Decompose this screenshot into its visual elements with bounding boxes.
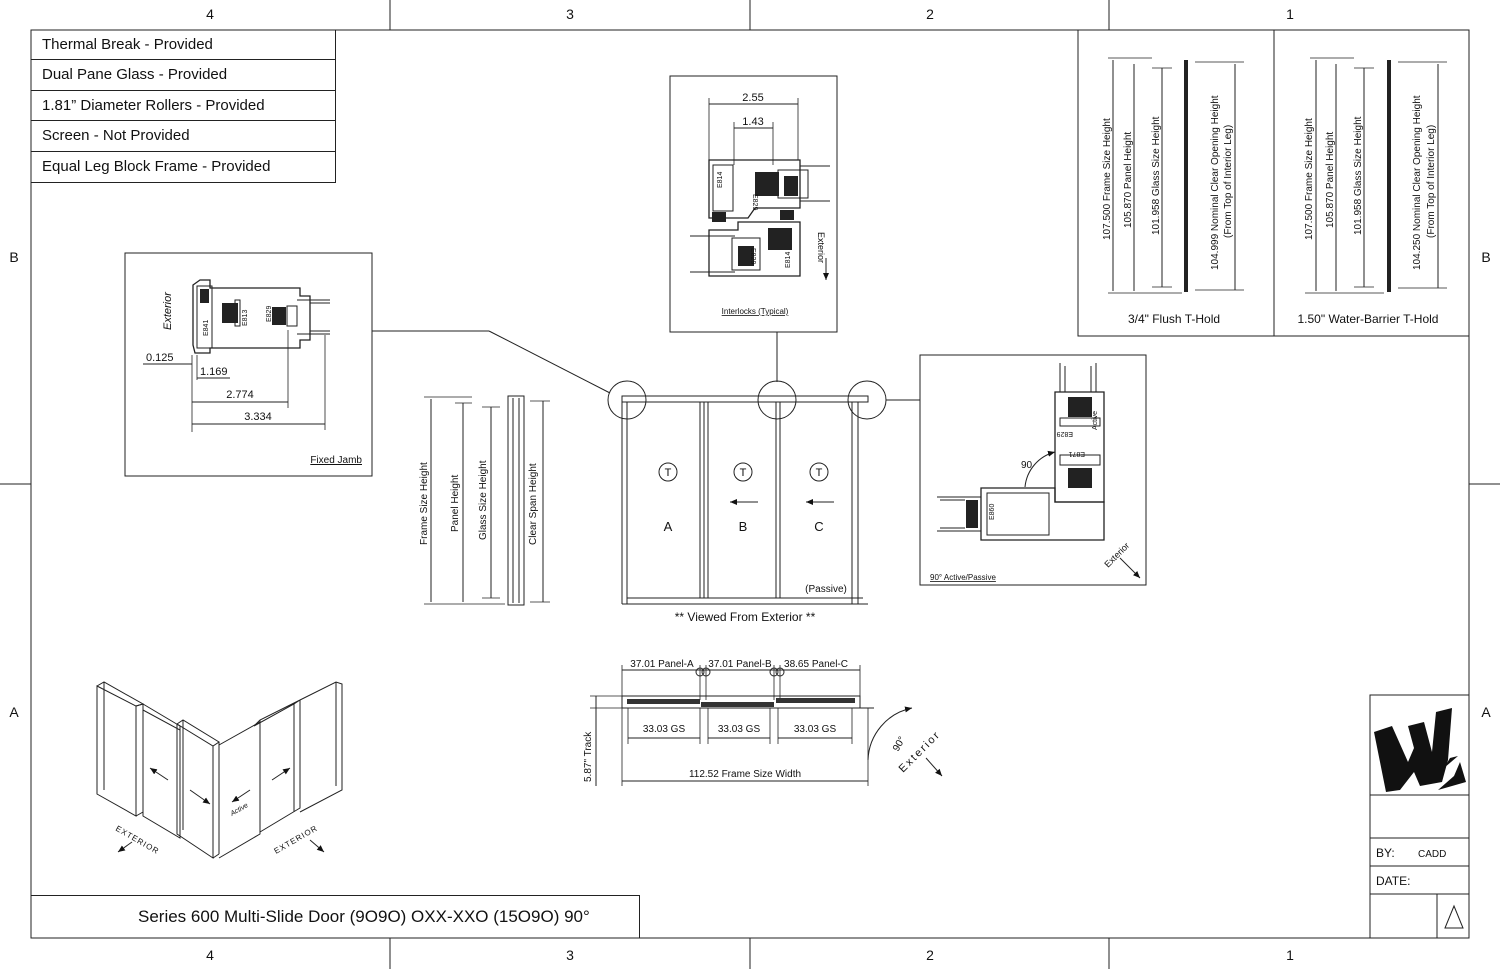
corner-part-e860: E860 bbox=[989, 504, 996, 520]
corner-active: Active bbox=[1092, 411, 1099, 430]
plan-gs-a: 33.03 GS bbox=[643, 724, 686, 735]
plan-gs-b: 33.03 GS bbox=[718, 724, 761, 735]
interlock-exterior: Exterior bbox=[816, 232, 826, 263]
interlock-caption: Interlocks (Typical) bbox=[722, 307, 789, 316]
fixed-jamb-dim-0125: 0.125 bbox=[146, 352, 174, 364]
spec-dual-pane-glass: Dual Pane Glass - Provided bbox=[31, 60, 335, 91]
section-clear-span: Clear Span Height bbox=[528, 463, 539, 545]
corner-caption: 90° Active/Passive bbox=[930, 573, 996, 582]
corner-part-e829: E829 bbox=[1057, 430, 1073, 437]
corner-part-e871: E871 bbox=[1069, 450, 1085, 457]
isometric-view bbox=[96, 681, 343, 859]
flush-clear-opening: 104.999 Nominal Clear Opening Height bbox=[1210, 95, 1221, 270]
zone-col-4-bottom: 4 bbox=[206, 947, 214, 963]
flush-caption: 3/4" Flush T-Hold bbox=[1128, 312, 1220, 326]
barrier-clear-opening: 104.250 Nominal Clear Opening Height bbox=[1412, 95, 1423, 270]
panel-c-t-mark: T bbox=[816, 467, 823, 479]
zone-row-a-left: A bbox=[9, 704, 19, 720]
corner-angle: 90 bbox=[1021, 460, 1033, 471]
panel-c-label: C bbox=[814, 519, 823, 534]
viewed-from-exterior: ** Viewed From Exterior ** bbox=[675, 610, 816, 624]
zone-col-2-bottom: 2 bbox=[926, 947, 934, 963]
fixed-jamb-exterior: Exterior bbox=[162, 291, 174, 330]
fixed-jamb-dim-3334: 3.334 bbox=[244, 411, 272, 423]
barrier-panel-height: 105.870 Panel Height bbox=[1325, 132, 1336, 228]
spec-rollers: 1.81” Diameter Rollers - Provided bbox=[31, 91, 335, 121]
iso-exterior-left: EXTERIOR bbox=[114, 824, 161, 856]
title-block bbox=[1369, 694, 1470, 939]
spec-screen: Screen - Not Provided bbox=[31, 121, 335, 152]
barrier-frame-height: 107.500 Frame Size Height bbox=[1304, 118, 1315, 240]
barrier-clear-note: (From Top of Interior Leg) bbox=[1426, 125, 1437, 238]
flush-glass-height: 101.958 Glass Size Height bbox=[1151, 116, 1162, 235]
threshold-detail-panel: 107.500 Frame Size Height 105.870 Panel … bbox=[1077, 29, 1470, 337]
company-logo bbox=[1374, 708, 1466, 792]
title-block-by-label: BY: bbox=[1376, 846, 1395, 860]
interlock-detail: 2.55 1.43 E814 E829 E829 E814 Exterior I… bbox=[669, 75, 838, 333]
fixed-jamb-part-e813: E813 bbox=[242, 310, 249, 326]
panel-b-t-mark: T bbox=[740, 467, 747, 479]
plan-track: 5.87" Track bbox=[583, 731, 594, 782]
plan-panel-b-dim: 37.01 Panel-B bbox=[708, 659, 772, 670]
plan-gs-c: 33.03 GS bbox=[794, 724, 837, 735]
panel-b-label: B bbox=[739, 519, 748, 534]
iso-active-label: Active bbox=[229, 802, 250, 818]
interlock-part-e829-top: E829 bbox=[751, 194, 758, 210]
title-block-date-label: DATE: bbox=[1376, 874, 1410, 888]
panel-a-t-mark: T bbox=[665, 467, 672, 479]
fixed-jamb-dim-1169: 1.169 bbox=[200, 366, 228, 378]
fixed-jamb-part-e829: E829 bbox=[266, 306, 273, 322]
height-section: Frame Size Height Panel Height Glass Siz… bbox=[419, 395, 550, 606]
fixed-jamb-part-e841: E841 bbox=[203, 320, 210, 336]
zone-row-b-left: B bbox=[9, 249, 18, 265]
corner-detail: 90 E829 E871 E860 Active Exterior 90° Ac… bbox=[919, 354, 1147, 586]
flush-clear-note: (From Top of Interior Leg) bbox=[1223, 125, 1234, 238]
iso-exterior-right: EXTERIOR bbox=[273, 823, 320, 855]
zone-col-4-top: 4 bbox=[206, 6, 214, 22]
drawing-title: Series 600 Multi-Slide Door (9O9O) OXX-X… bbox=[31, 895, 640, 938]
plan-panel-c-dim: 38.65 Panel-C bbox=[784, 659, 848, 670]
zone-col-1-top: 1 bbox=[1286, 6, 1294, 22]
plan-frame-width: 112.52 Frame Size Width bbox=[689, 769, 801, 780]
section-glass-height: Glass Size Height bbox=[478, 460, 489, 540]
zone-col-3-bottom: 3 bbox=[566, 947, 574, 963]
interlock-dim-255: 2.55 bbox=[742, 92, 763, 104]
door-elevation: T T T A B C (Passive) ** Viewed From Ext… bbox=[607, 380, 887, 624]
plan-panel-a-dim: 37.01 Panel-A bbox=[630, 659, 694, 670]
spec-table bbox=[31, 30, 336, 183]
zone-col-2-top: 2 bbox=[926, 6, 934, 22]
section-frame-height: Frame Size Height bbox=[419, 462, 430, 545]
spec-block-frame: Equal Leg Block Frame - Provided bbox=[31, 152, 335, 183]
plan-view: 37.01 Panel-A 37.01 Panel-B 38.65 Panel-… bbox=[583, 659, 943, 786]
interlock-dim-143: 1.43 bbox=[742, 116, 763, 128]
interlock-part-e814-bottom: E814 bbox=[785, 252, 792, 268]
plan-angle: 90° bbox=[891, 735, 908, 754]
interlock-part-e829-bottom: E829 bbox=[749, 248, 756, 264]
barrier-caption: 1.50" Water-Barrier T-Hold bbox=[1298, 312, 1439, 326]
section-panel-height: Panel Height bbox=[450, 475, 461, 532]
spec-thermal-break: Thermal Break - Provided bbox=[31, 30, 335, 60]
zone-col-1-bottom: 1 bbox=[1286, 947, 1294, 963]
barrier-glass-height: 101.958 Glass Size Height bbox=[1353, 116, 1364, 235]
panel-passive-note: (Passive) bbox=[805, 584, 847, 595]
flush-panel-height: 105.870 Panel Height bbox=[1123, 132, 1134, 228]
panel-a-label: A bbox=[664, 519, 673, 534]
zone-row-b-right: B bbox=[1481, 249, 1490, 265]
zone-col-3-top: 3 bbox=[566, 6, 574, 22]
flush-frame-height: 107.500 Frame Size Height bbox=[1102, 118, 1113, 240]
title-block-by-value: CADD bbox=[1418, 849, 1446, 860]
plan-exterior: Exterior bbox=[897, 729, 944, 776]
interlock-part-e814-top: E814 bbox=[717, 172, 724, 188]
fixed-jamb-detail: E841 E813 E829 Exterior 0.125 1.169 2.77… bbox=[124, 252, 373, 477]
fixed-jamb-caption: Fixed Jamb bbox=[310, 455, 362, 466]
zone-row-a-right: A bbox=[1481, 704, 1491, 720]
fixed-jamb-dim-2774: 2.774 bbox=[226, 389, 254, 401]
